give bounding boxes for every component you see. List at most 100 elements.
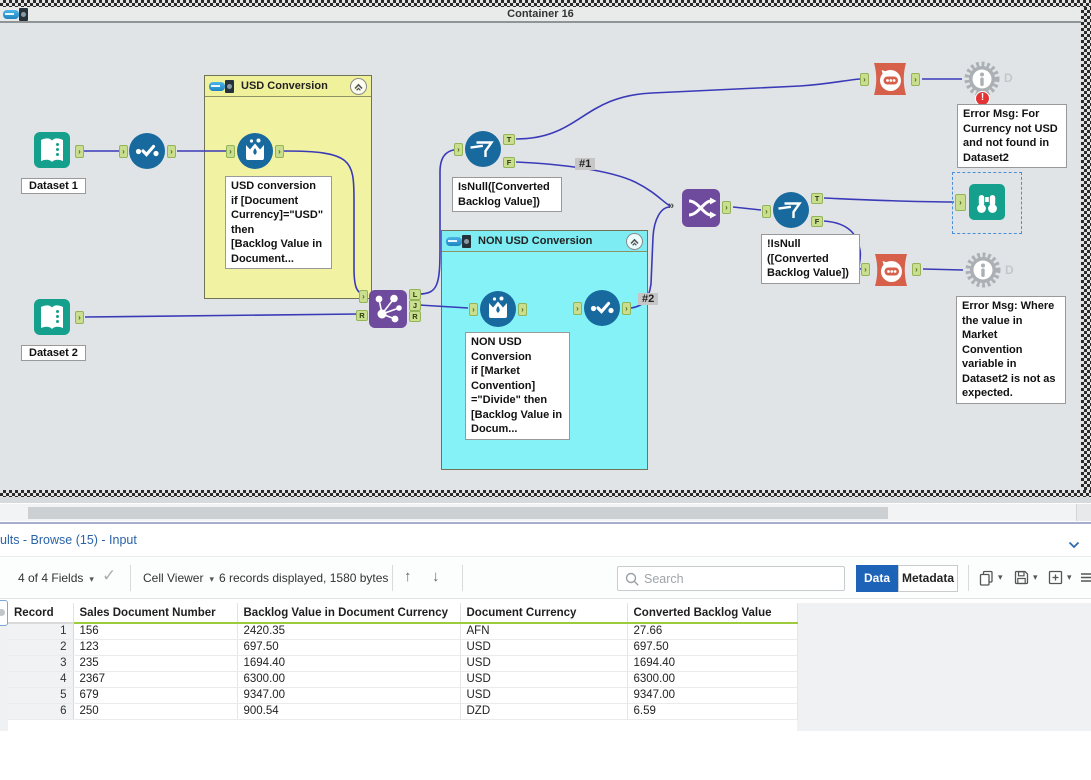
input-tool-dataset1[interactable] (33, 131, 71, 174)
annotation-formula2[interactable]: NON USD Conversion if [Market Convention… (465, 332, 570, 440)
table-cell[interactable]: USD (460, 671, 627, 687)
false-output-anchor[interactable]: F (811, 216, 823, 227)
table-cell[interactable]: 6300.00 (237, 671, 460, 687)
output-anchor[interactable]: › (518, 303, 527, 316)
data-tab-button[interactable]: Data (856, 565, 898, 592)
output-anchor[interactable]: › (75, 145, 84, 158)
input-anchor[interactable]: › (573, 302, 582, 315)
container-nonusd-header[interactable]: NON USD Conversion (442, 231, 647, 252)
search-input[interactable] (644, 567, 840, 590)
collapse-button[interactable] (350, 78, 367, 95)
table-cell[interactable]: USD (460, 687, 627, 703)
input-anchor[interactable]: › (119, 145, 128, 158)
input-anchor[interactable]: › (226, 145, 235, 158)
annotation-formula1[interactable]: USD conversion if [Document Currency]="U… (225, 176, 332, 269)
table-cell[interactable]: 900.54 (237, 703, 460, 719)
up-arrow-icon[interactable]: ↑ (404, 568, 412, 585)
output-anchor[interactable]: › (912, 263, 921, 276)
output-anchor[interactable]: › (911, 73, 920, 86)
column-header-converted-backlog-value[interactable]: Converted Backlog Value (627, 603, 797, 623)
table-cell[interactable]: 697.50 (237, 639, 460, 655)
table-cell[interactable]: 697.50 (627, 639, 797, 655)
column-header-sales-document-number[interactable]: Sales Document Number (73, 603, 237, 623)
wire-label-1[interactable]: #1 (575, 158, 595, 170)
input-anchor[interactable]: › (955, 194, 966, 211)
dataset2-label[interactable]: Dataset 2 (21, 345, 86, 361)
table-row[interactable]: 32351694.40USD1694.40 (8, 655, 797, 671)
test-output-anchor[interactable]: D (1004, 71, 1013, 85)
input-tool-dataset2[interactable] (33, 298, 71, 341)
input-anchor[interactable]: › (762, 205, 771, 218)
union-tool[interactable] (681, 188, 721, 233)
dataset1-label[interactable]: Dataset 1 (21, 178, 86, 194)
output-anchor[interactable]: › (275, 145, 284, 158)
checkmark-icon[interactable]: ✓ (102, 566, 116, 586)
true-output-anchor[interactable]: T (503, 134, 515, 145)
collapse-button[interactable] (626, 233, 643, 250)
formula-tool-1[interactable] (236, 132, 274, 175)
column-header-backlog-value[interactable]: Backlog Value in Document Currency (237, 603, 460, 623)
scrollbar-button[interactable] (1076, 504, 1091, 522)
table-cell[interactable]: USD (460, 655, 627, 671)
table-cell[interactable]: USD (460, 639, 627, 655)
collapse-panel-chevron-icon[interactable] (1068, 536, 1080, 554)
container-toggle-icon[interactable] (446, 235, 472, 248)
input-anchor[interactable]: › (469, 303, 478, 316)
table-row[interactable]: 11562420.35AFN27.66 (8, 623, 797, 639)
record-number-cell[interactable]: 6 (8, 703, 73, 719)
output-anchor[interactable]: › (722, 201, 731, 214)
input-anchor[interactable]: › (860, 73, 869, 86)
table-cell[interactable]: 6300.00 (627, 671, 797, 687)
record-number-cell[interactable]: 4 (8, 671, 73, 687)
join-left-input-anchor[interactable]: › (359, 290, 368, 303)
join-right-output-anchor[interactable]: R (409, 311, 421, 322)
table-cell[interactable]: 1694.40 (627, 655, 797, 671)
join-tool[interactable] (368, 289, 408, 334)
container16-header[interactable]: Container 16 (0, 7, 1081, 23)
join-left-output-anchor[interactable]: L (409, 289, 421, 300)
table-cell[interactable]: 6.59 (627, 703, 797, 719)
test-output-anchor[interactable]: D (1005, 263, 1014, 277)
column-header-document-currency[interactable]: Document Currency (460, 603, 627, 623)
table-cell[interactable]: 27.66 (627, 623, 797, 639)
table-cell[interactable]: 1694.40 (237, 655, 460, 671)
record-number-cell[interactable]: 3 (8, 655, 73, 671)
table-cell[interactable]: 123 (73, 639, 237, 655)
input-anchor[interactable]: › (454, 143, 463, 156)
output-anchor[interactable]: › (75, 311, 84, 324)
join-join-output-anchor[interactable]: J (409, 300, 421, 311)
message-tool-1[interactable] (870, 59, 910, 104)
table-row[interactable]: 6250900.54DZD6.59 (8, 703, 797, 719)
record-number-cell[interactable]: 1 (8, 623, 73, 639)
union-input-anchor[interactable]: » (668, 200, 674, 212)
annotation-error1[interactable]: Error Msg: For Currency not USD and not … (957, 104, 1067, 168)
scrollbar-thumb[interactable] (28, 507, 888, 519)
join-right-input-anchor[interactable]: R (356, 310, 368, 321)
formula-tool-2[interactable] (479, 290, 517, 333)
wire-label-2[interactable]: #2 (638, 293, 658, 305)
workflow-canvas[interactable]: Container 16 USD Conversion NON USD Conv… (0, 0, 1091, 497)
browse-tool[interactable] (968, 183, 1006, 226)
fields-selector[interactable]: 4 of 4 Fields▾ (18, 571, 94, 585)
message-tool-2[interactable] (871, 250, 911, 295)
select-tool-2[interactable] (583, 289, 621, 332)
table-corner-selector[interactable] (0, 600, 8, 626)
horizontal-scrollbar[interactable] (0, 503, 1091, 521)
annotation-filter2[interactable]: !IsNull ([Converted Backlog Value]) (761, 234, 860, 284)
search-box[interactable] (617, 566, 845, 591)
table-cell[interactable]: 235 (73, 655, 237, 671)
record-number-cell[interactable]: 5 (8, 687, 73, 703)
table-cell[interactable]: 250 (73, 703, 237, 719)
true-output-anchor[interactable]: T (811, 193, 823, 204)
column-header-record[interactable]: Record (8, 603, 73, 623)
annotation-error2[interactable]: Error Msg: Where the value in Market Con… (956, 296, 1066, 404)
table-cell[interactable]: 9347.00 (627, 687, 797, 703)
new-window-button[interactable]: ▾ (1047, 569, 1072, 586)
container-toggle-icon[interactable] (209, 80, 235, 93)
record-number-cell[interactable]: 2 (8, 639, 73, 655)
output-anchor[interactable]: › (167, 145, 176, 158)
annotation-filter1[interactable]: IsNull([Converted Backlog Value]) (452, 177, 562, 212)
save-button[interactable]: ▾ (1013, 569, 1038, 586)
select-tool-1[interactable] (128, 132, 166, 175)
table-cell[interactable]: AFN (460, 623, 627, 639)
